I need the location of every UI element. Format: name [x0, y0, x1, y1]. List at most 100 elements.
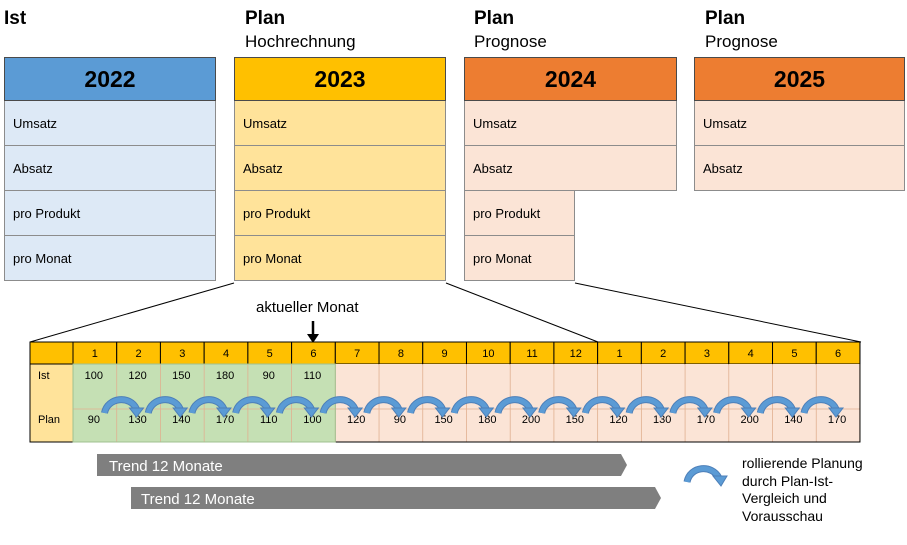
month-number: 5: [791, 348, 797, 360]
rolling-arrowhead: [696, 407, 713, 418]
rolling-arrow-body: [801, 397, 839, 414]
row-umsatz: Umsatz: [234, 101, 446, 146]
row-pro-produkt: pro Produkt: [4, 191, 216, 236]
plan-value: 170: [828, 414, 846, 426]
rolling-arrowhead: [347, 407, 364, 418]
rolling-arrowhead: [434, 407, 451, 418]
column-label: Plan: [705, 8, 746, 29]
month-number: 11: [526, 348, 537, 360]
plan-value: 140: [172, 414, 190, 426]
legend-line: Vorausschau: [742, 507, 823, 524]
rolling-arrow-body: [364, 397, 402, 414]
plan-value: 100: [303, 414, 321, 426]
year-column-2023-label: Plan Hochrechnung: [245, 8, 356, 52]
rolling-arrowhead: [172, 407, 189, 418]
rolling-arrowhead: [521, 407, 538, 418]
funnel-line-right: [574, 282, 862, 343]
year-header: 2023: [234, 57, 446, 101]
rolling-arrow-body: [145, 397, 183, 414]
row-pro-produkt: pro Produkt: [234, 191, 446, 236]
ist-value: 120: [128, 370, 146, 382]
rolling-arrow-body: [276, 397, 314, 414]
month-number: 5: [267, 348, 273, 360]
plan-value: 90: [394, 414, 406, 426]
plan-value: 90: [88, 414, 100, 426]
column-sublabel: Prognose: [705, 32, 778, 51]
plan-value: 200: [740, 414, 758, 426]
row-pro-monat: pro Monat: [464, 236, 575, 281]
year-box-2025: 2025 Umsatz Absatz: [694, 57, 905, 191]
month-number: 10: [482, 348, 494, 360]
year-header: 2024: [464, 57, 677, 101]
month-number: 1: [616, 348, 622, 360]
year-box-2024: 2024 Umsatz Absatz pro Produkt pro Monat: [464, 57, 677, 281]
year-header: 2025: [694, 57, 905, 101]
rolling-arrowhead: [478, 407, 495, 418]
table-border: [29, 341, 861, 443]
rolling-arrow-body: [320, 397, 358, 414]
trend-bar-2: Trend 12 Monate: [131, 487, 661, 509]
plan-value: 140: [784, 414, 802, 426]
month-number: 9: [442, 348, 448, 360]
plan-value: 120: [347, 414, 365, 426]
year-header: 2022: [4, 57, 216, 101]
rolling-arrow-body: [233, 397, 270, 414]
rolling-arrowhead: [740, 407, 757, 418]
row-absatz: Absatz: [694, 146, 905, 191]
year-box-2023: 2023 Umsatz Absatz pro Produkt pro Monat: [234, 57, 446, 281]
plan-value: 130: [128, 414, 146, 426]
rolling-arrowhead: [390, 407, 407, 418]
row-pro-monat: pro Monat: [234, 236, 446, 281]
month-number: 2: [136, 348, 142, 360]
row-pro-monat: pro Monat: [4, 236, 216, 281]
rolling-arrowhead: [565, 407, 582, 418]
month-number: 6: [310, 348, 316, 360]
rolling-arrowhead: [827, 407, 845, 418]
rolling-arrow-body: [408, 397, 445, 414]
rolling-arrow-body: [495, 397, 533, 414]
plan-value: 180: [478, 414, 496, 426]
trend-bar-1: Trend 12 Monate: [97, 454, 627, 476]
column-label: Ist: [4, 8, 27, 29]
rolling-arrowhead: [128, 407, 145, 418]
rolling-arrowhead: [259, 407, 276, 418]
plan-value: 110: [260, 414, 278, 426]
rolling-arrowhead: [653, 407, 670, 418]
legend-line: rollierende Planung: [742, 455, 863, 471]
legend-arrow-icon: [683, 465, 728, 487]
column-sublabel: Hochrechnung: [245, 32, 356, 51]
year-column-2025-label: Plan Prognose: [705, 8, 778, 52]
rolling-arrow-body: [670, 397, 708, 414]
trend-bar-2-label: Trend 12 Monate: [141, 491, 255, 508]
legend-line: durch Plan-Ist-: [742, 472, 834, 489]
ist-row-label: Ist: [38, 370, 50, 382]
month-number: 3: [179, 348, 185, 360]
rolling-arrow-body: [451, 397, 489, 414]
rolling-arrowhead: [784, 407, 801, 418]
month-number: 7: [354, 348, 360, 360]
current-month-arrowhead: [307, 334, 319, 343]
ist-value: 110: [304, 370, 322, 382]
month-number: 12: [570, 348, 582, 360]
rolling-arrow-body: [714, 397, 751, 414]
row-umsatz: Umsatz: [4, 101, 216, 146]
year-column-2024-label: Plan Prognose: [474, 8, 547, 52]
month-number: 8: [398, 348, 404, 360]
month-header-corner: [29, 341, 74, 365]
plan-value: 130: [653, 414, 671, 426]
rolling-arrow-body: [102, 397, 139, 414]
current-month-label: aktueller Monat: [256, 299, 359, 316]
rolling-arrowhead: [303, 407, 320, 418]
plan-value: 170: [216, 414, 234, 426]
month-number: 2: [660, 348, 666, 360]
trend-bar-1-label: Trend 12 Monate: [109, 458, 223, 475]
plan-value: 120: [609, 414, 627, 426]
row-label-cell: [29, 363, 74, 443]
plan-value: 150: [434, 414, 452, 426]
ist-value: 150: [172, 370, 190, 382]
rolling-arrow-body: [189, 397, 227, 414]
rolling-arrowhead: [609, 407, 626, 418]
plan-value: 200: [522, 414, 540, 426]
rolling-arrow-body: [626, 397, 664, 414]
